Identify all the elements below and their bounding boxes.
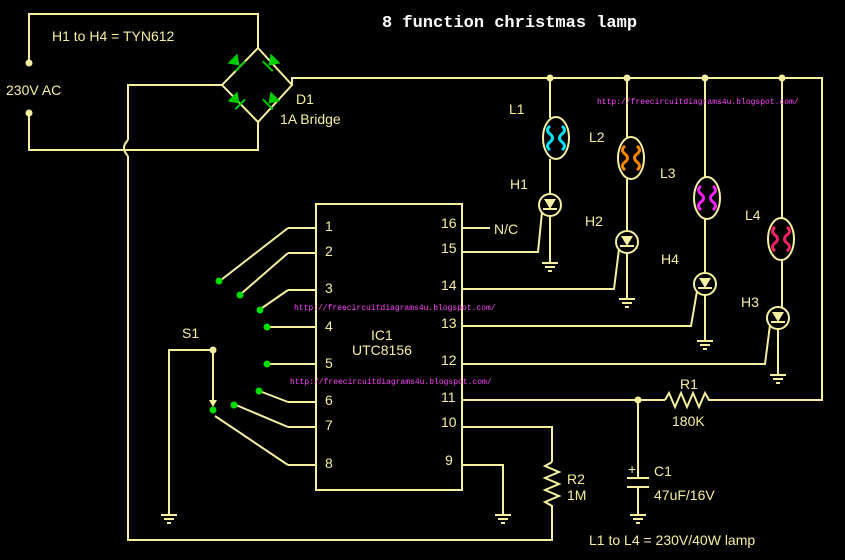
pin-7: 7: [325, 417, 333, 433]
nc-label: N/C: [494, 221, 518, 237]
lamp-branch-2: L2 H2: [462, 78, 645, 308]
lamp-l1-filament: [546, 124, 566, 152]
scr-h3-label: H3: [741, 294, 759, 310]
pin-12: 12: [441, 352, 457, 368]
scr-h2-label: H2: [585, 213, 603, 229]
pin-4: 4: [325, 318, 333, 334]
pin-8: 8: [325, 455, 333, 471]
watermark-3: http://freecircuitdiagrams4u.blogspot.co…: [290, 378, 492, 387]
pin-16: 16: [441, 215, 457, 231]
resistor-r1: R1 180K: [664, 376, 712, 429]
lamp-l1-label: L1: [509, 101, 525, 117]
pin-11: 11: [441, 389, 456, 405]
lamp-l4-label: L4: [745, 207, 761, 223]
lamp-l3-label: L3: [660, 165, 676, 181]
r1-value: 180K: [672, 413, 705, 429]
positive-rail: [291, 77, 823, 401]
pin-14: 14: [441, 277, 457, 293]
pin-9: 9: [445, 452, 453, 468]
scr-h4-label: H4: [661, 251, 679, 267]
thyristor-note: H1 to H4 = TYN612: [52, 28, 175, 44]
ac-input-label: 230V AC: [6, 82, 61, 98]
bridge-rectifier: D1 1A Bridge: [220, 46, 341, 127]
lamp-l3: [693, 176, 721, 220]
wire-crossover: [123, 139, 129, 157]
scr-h1-label: H1: [510, 176, 528, 192]
lamp-l4: [767, 217, 795, 261]
bridge-desc: 1A Bridge: [280, 111, 341, 127]
lamp-l1: [542, 116, 570, 160]
pin-6: 6: [325, 392, 333, 408]
lamp-branch-3: L3 H4: [462, 78, 721, 350]
pin-10: 10: [441, 414, 457, 430]
lamp-branch-4: L4 H3: [462, 78, 795, 384]
watermark-1: http://freecircuitdiagrams4u.blogspot.co…: [597, 98, 799, 107]
c1-polarity: +: [628, 461, 636, 477]
pin-15: 15: [441, 240, 457, 256]
ic1-part: UTC8156: [352, 342, 412, 358]
c1-ref: C1: [654, 463, 672, 479]
negative-rail: [127, 156, 553, 541]
lamp-l2: [617, 136, 645, 180]
ic1-ref: IC1: [371, 327, 393, 343]
lamp-l2-label: L2: [589, 129, 605, 145]
pin-13: 13: [441, 315, 457, 331]
capacitor-c1: + C1 47uF/16V: [627, 400, 715, 524]
s1-label: S1: [182, 325, 199, 341]
watermark-2: http://freecircuitdiagrams4u.blogspot.co…: [294, 304, 496, 313]
r2-value: 1M: [567, 487, 586, 503]
c1-value: 47uF/16V: [654, 487, 715, 503]
r2-ref: R2: [567, 471, 585, 487]
ac-input: 230V AC H1 to H4 = TYN612: [6, 13, 259, 151]
lamp-l4-filament: [771, 225, 791, 253]
resistor-r2: R2 1M: [542, 461, 586, 515]
pin-2: 2: [325, 243, 333, 259]
lamp-branch-1: L1 H1: [462, 78, 570, 272]
ic1: IC1 UTC8156 1 2 3 4 5 6 7 8 16 15 14 13 …: [315, 203, 463, 491]
lamp-note: L1 to L4 = 230V/40W lamp: [589, 532, 755, 548]
lamp-l2-filament: [621, 144, 641, 172]
pin-5: 5: [325, 355, 333, 371]
bridge-ref: D1: [296, 91, 314, 107]
title: 8 function christmas lamp: [382, 14, 637, 33]
r1-ref: R1: [680, 376, 698, 392]
lamp-l3-filament: [697, 184, 717, 212]
negative-rail-upper: [127, 84, 222, 140]
pin-3: 3: [325, 280, 333, 296]
pin-1: 1: [325, 218, 333, 234]
selector-switch-s1: S1: [160, 227, 316, 524]
